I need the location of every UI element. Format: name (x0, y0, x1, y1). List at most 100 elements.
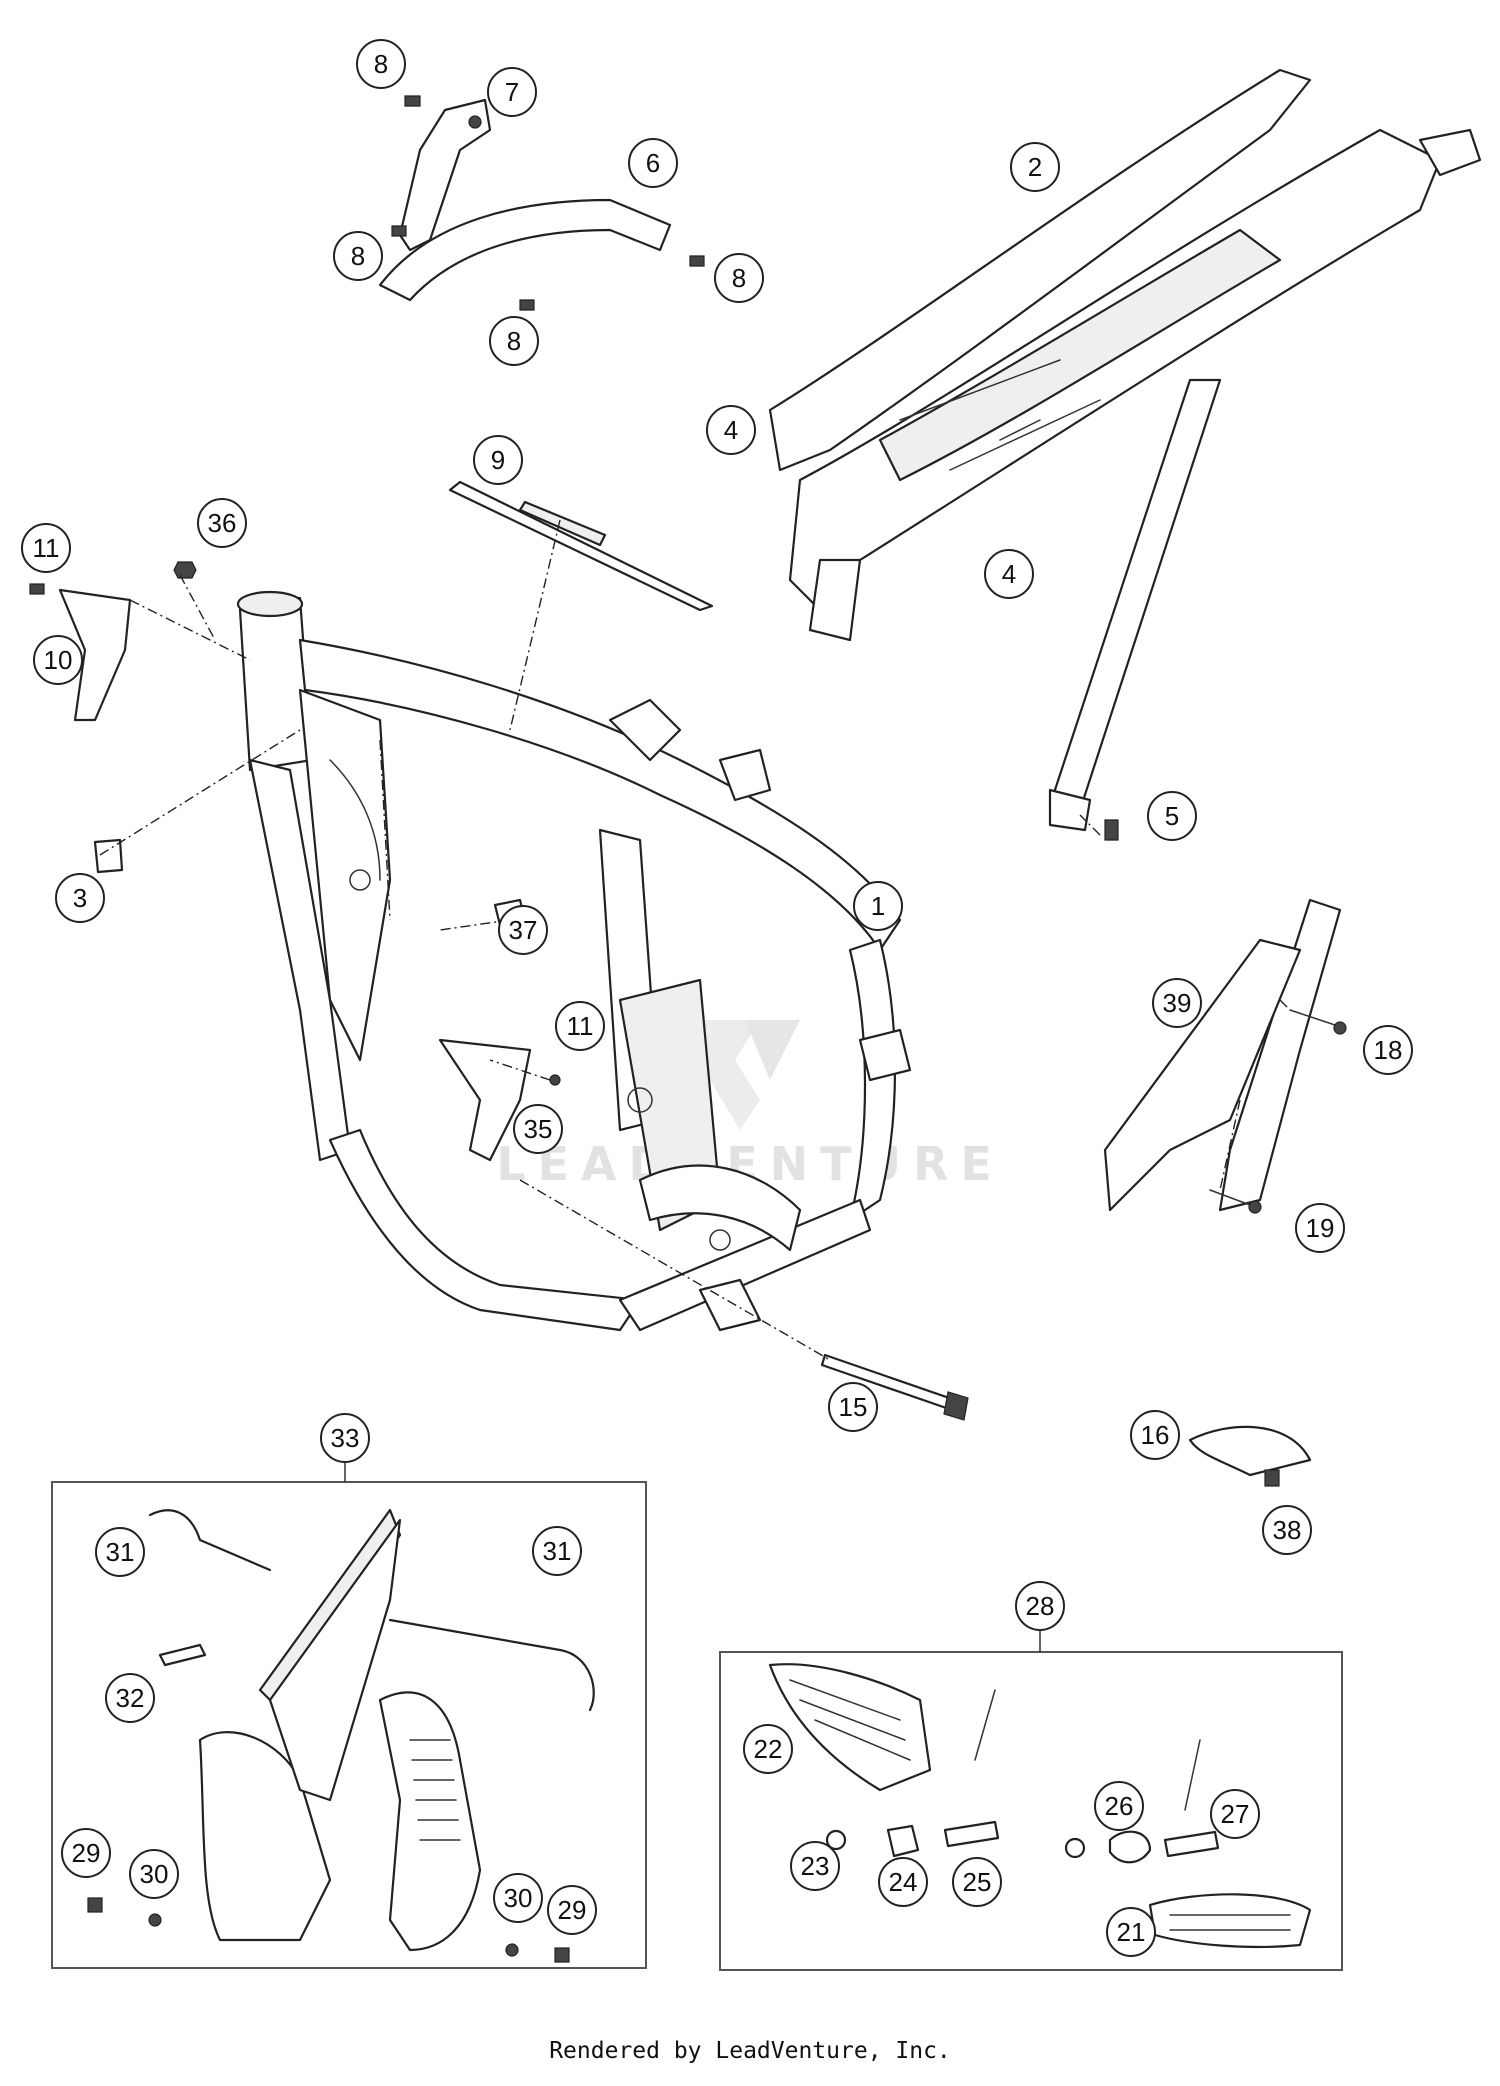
svg-text:7: 7 (505, 77, 519, 107)
callout-28: 28 (1015, 1581, 1065, 1631)
callout-16: 16 (1130, 1410, 1180, 1460)
callout-labels: 1 2 3 4 4 5 6 7 8 8 8 8 8 9 10 11 11 15 … (21, 39, 1413, 1957)
svg-text:35: 35 (524, 1114, 553, 1144)
callout-33: 33 (320, 1413, 370, 1463)
callout-11: 11 (555, 1001, 605, 1051)
svg-text:36: 36 (208, 508, 237, 538)
callout-1: 1 (853, 881, 903, 931)
nut-36 (173, 561, 197, 579)
svg-text:3: 3 (73, 883, 87, 913)
svg-text:31: 31 (543, 1536, 572, 1566)
callout-9: 9 (473, 435, 523, 485)
screw-18 (1289, 1009, 1347, 1035)
box-footpeg-kit (719, 1629, 1343, 1971)
chain-guide-39 (1103, 898, 1342, 1212)
callout-21: 21 (1106, 1907, 1156, 1957)
svg-text:2: 2 (1028, 152, 1042, 182)
svg-text:10: 10 (44, 645, 73, 675)
callout-35: 35 (513, 1104, 563, 1154)
svg-text:18: 18 (1374, 1035, 1403, 1065)
svg-text:19: 19 (1306, 1213, 1335, 1243)
callout-6: 6 (628, 138, 678, 188)
callout-15: 15 (828, 1382, 878, 1432)
callout-39: 39 (1152, 978, 1202, 1028)
svg-text:1: 1 (871, 891, 885, 921)
callout-23: 23 (790, 1841, 840, 1891)
svg-text:23: 23 (801, 1851, 830, 1881)
callout-37: 37 (498, 905, 548, 955)
svg-text:37: 37 (509, 915, 538, 945)
callout-19: 19 (1295, 1203, 1345, 1253)
svg-text:8: 8 (351, 241, 365, 271)
svg-text:38: 38 (1273, 1515, 1302, 1545)
callout-27: 27 (1210, 1789, 1260, 1839)
svg-text:8: 8 (732, 263, 746, 293)
callout-18: 18 (1363, 1025, 1413, 1075)
svg-text:11: 11 (33, 533, 60, 563)
callout-11: 11 (21, 523, 71, 573)
callout-8: 8 (714, 253, 764, 303)
screw-19 (1209, 1189, 1262, 1214)
svg-text:28: 28 (1026, 1591, 1055, 1621)
svg-text:25: 25 (963, 1867, 992, 1897)
callout-30: 30 (493, 1873, 543, 1923)
svg-text:26: 26 (1105, 1791, 1134, 1821)
callout-3: 3 (55, 873, 105, 923)
callout-5: 5 (1147, 791, 1197, 841)
holder-35 (438, 1038, 561, 1162)
callout-8: 8 (489, 316, 539, 366)
svg-text:30: 30 (504, 1883, 533, 1913)
svg-text:30: 30 (140, 1859, 169, 1889)
screw-38 (1264, 1469, 1280, 1487)
callout-24: 24 (878, 1857, 928, 1907)
svg-text:15: 15 (839, 1392, 868, 1422)
svg-text:4: 4 (1002, 559, 1016, 589)
svg-text:5: 5 (1165, 801, 1179, 831)
callout-29: 29 (61, 1828, 111, 1878)
screws-8 (391, 95, 705, 311)
callout-38: 38 (1262, 1505, 1312, 1555)
callout-10: 10 (33, 635, 83, 685)
svg-text:6: 6 (646, 148, 660, 178)
svg-text:11: 11 (567, 1011, 594, 1041)
callout-31: 31 (95, 1527, 145, 1577)
callout-25: 25 (952, 1857, 1002, 1907)
callout-8: 8 (356, 39, 406, 89)
svg-text:29: 29 (72, 1838, 101, 1868)
svg-text:32: 32 (116, 1683, 145, 1713)
svg-text:8: 8 (507, 326, 521, 356)
main-frame (236, 590, 912, 1332)
callout-30: 30 (129, 1849, 179, 1899)
bolt-15 (820, 1353, 969, 1421)
svg-text:8: 8 (374, 49, 388, 79)
callout-26: 26 (1094, 1781, 1144, 1831)
svg-text:22: 22 (754, 1734, 783, 1764)
callout-8: 8 (333, 231, 383, 281)
cover-3 (93, 838, 124, 874)
callout-4: 4 (984, 549, 1034, 599)
callout-31: 31 (532, 1526, 582, 1576)
svg-text:16: 16 (1141, 1420, 1170, 1450)
rear-subframe (768, 68, 1482, 832)
callout-32: 32 (105, 1673, 155, 1723)
screw-5 (1104, 819, 1119, 841)
callout-2: 2 (1010, 142, 1060, 192)
cable-tie-9 (448, 480, 714, 612)
engine-bracket-6 (378, 198, 672, 302)
svg-text:27: 27 (1221, 1799, 1250, 1829)
svg-text:39: 39 (1163, 988, 1192, 1018)
svg-text:21: 21 (1117, 1917, 1146, 1947)
callout-29: 29 (547, 1885, 597, 1935)
leader-lines (99, 519, 1291, 1361)
callout-22: 22 (743, 1724, 793, 1774)
svg-text:9: 9 (491, 445, 505, 475)
guard-16 (1188, 1425, 1312, 1477)
box-frame-protector-kit (51, 1459, 647, 1969)
svg-text:29: 29 (558, 1895, 587, 1925)
callout-4: 4 (706, 405, 756, 455)
svg-text:33: 33 (331, 1423, 360, 1453)
svg-text:24: 24 (889, 1867, 918, 1897)
callout-36: 36 (197, 498, 247, 548)
footer-credit: Rendered by LeadVenture, Inc. (549, 2038, 951, 2064)
